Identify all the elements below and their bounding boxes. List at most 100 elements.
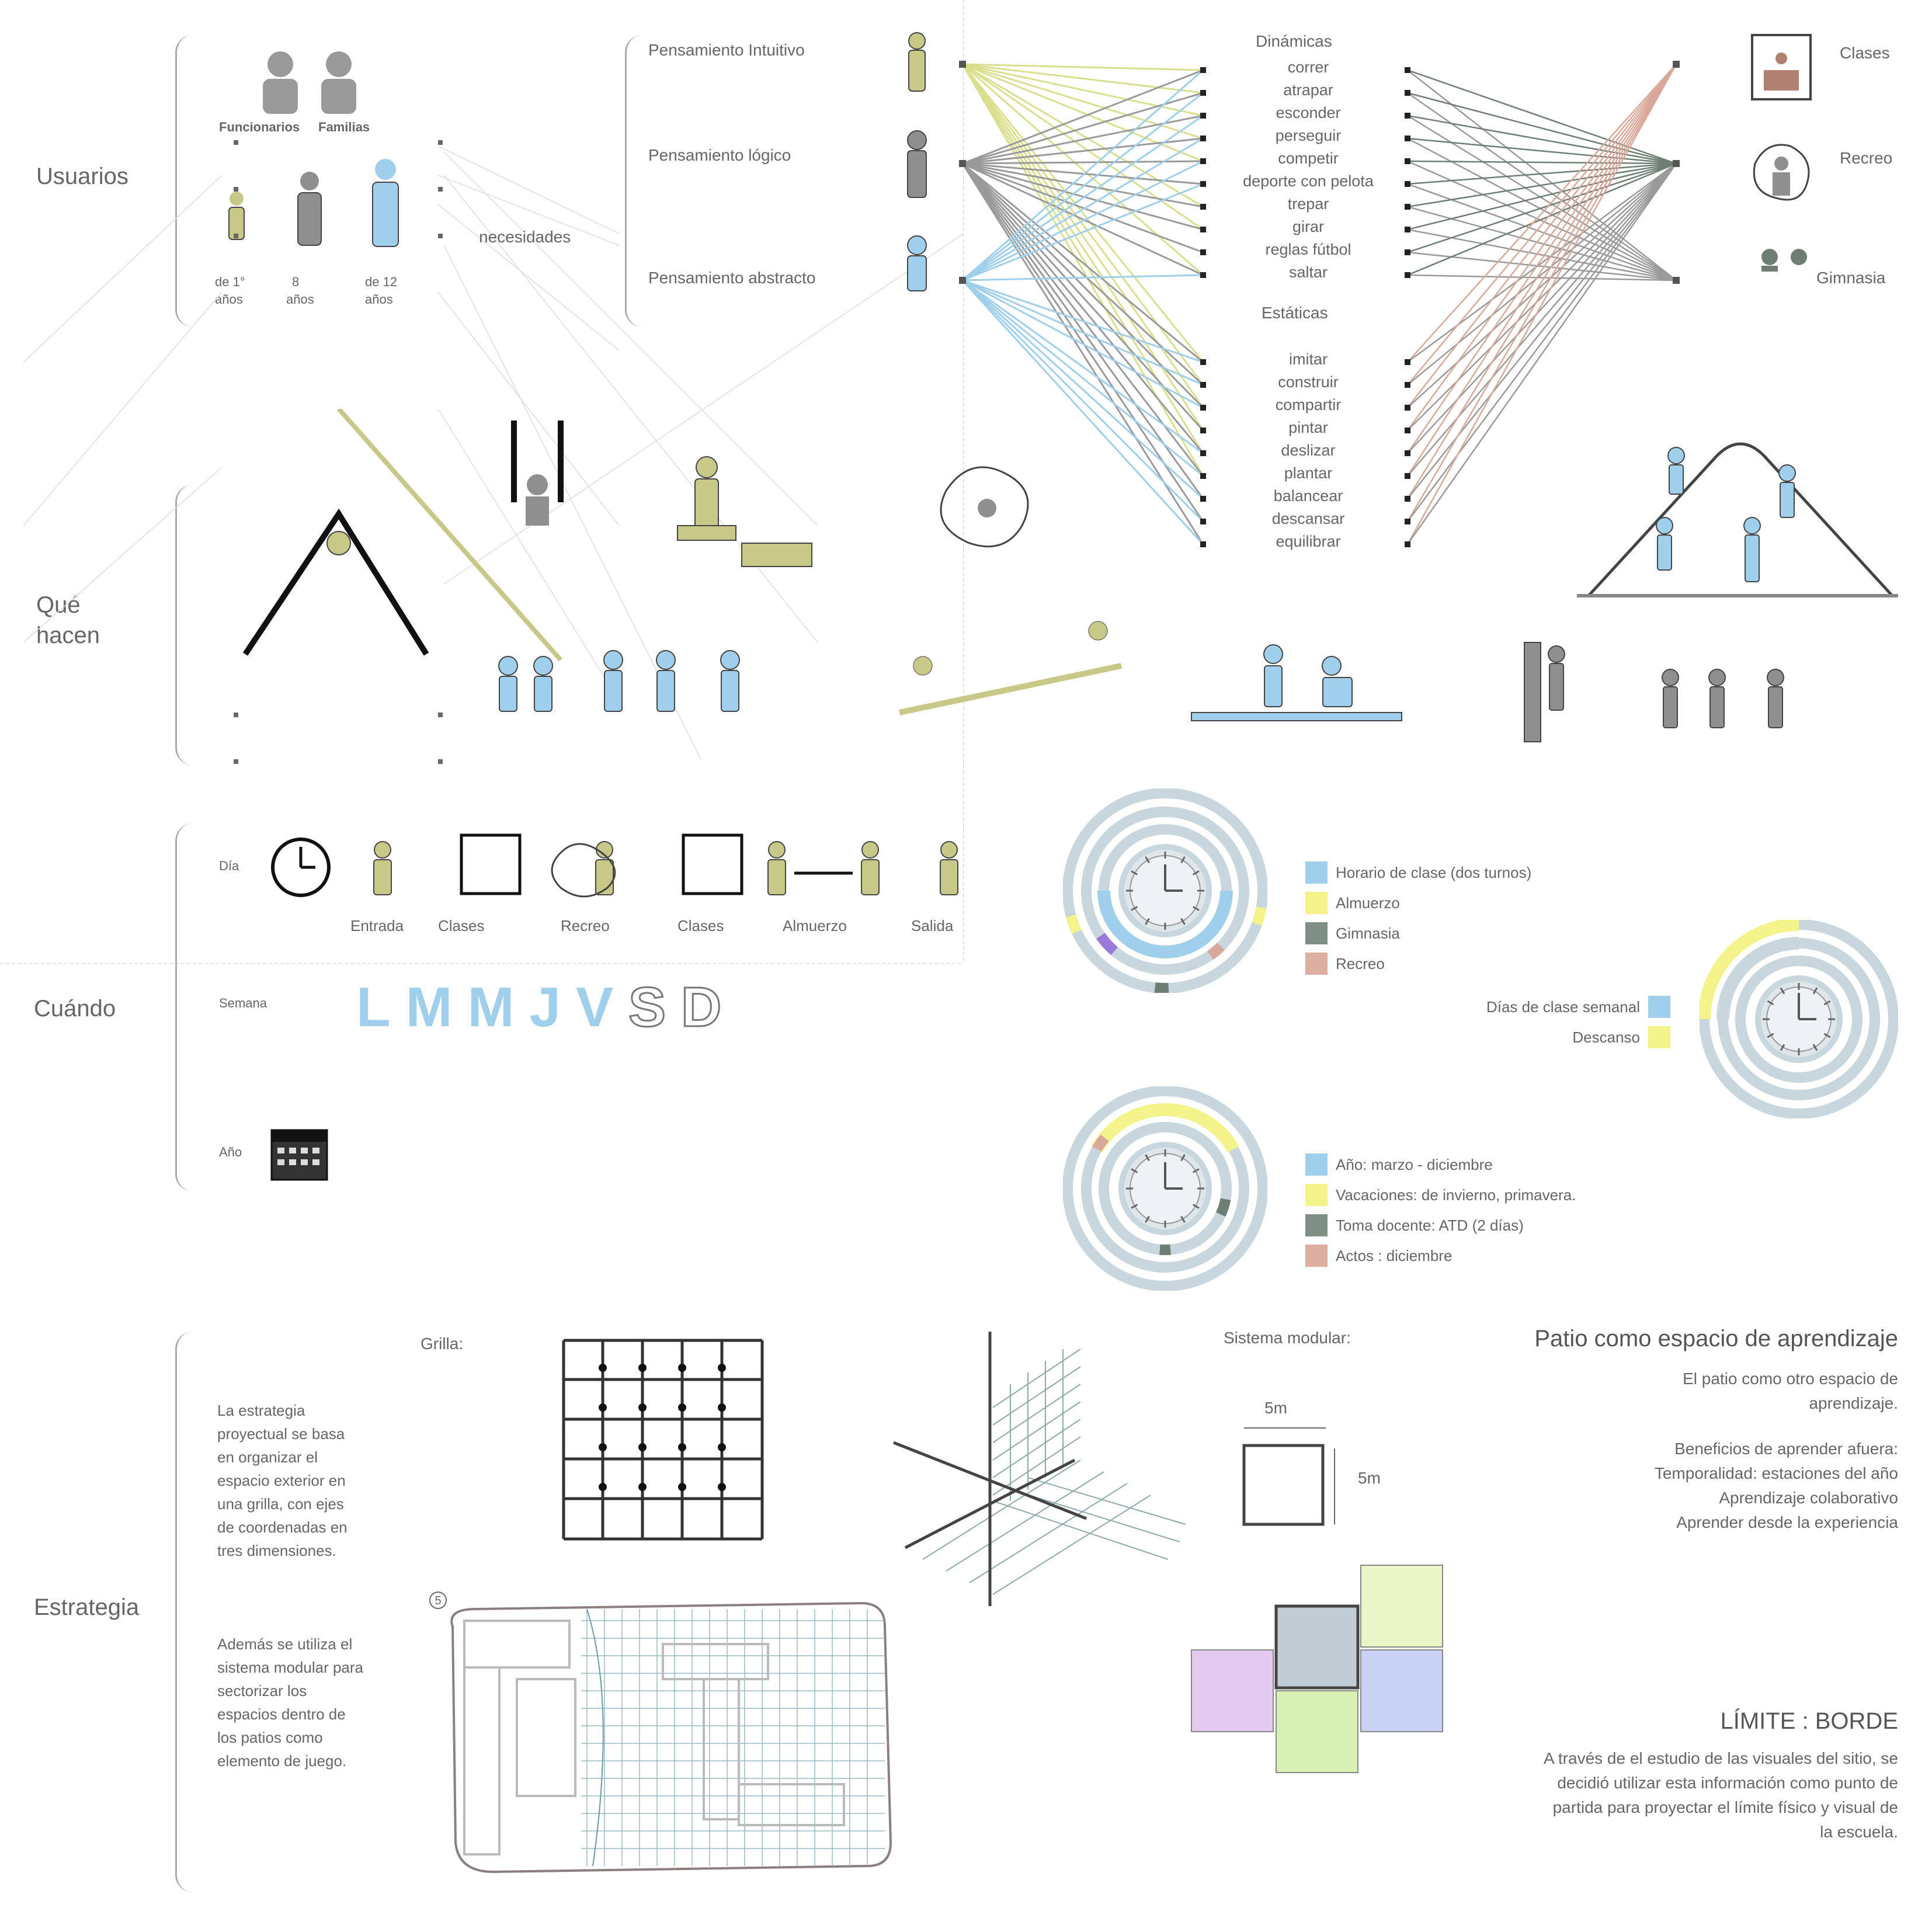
activity-node-right — [1405, 249, 1410, 255]
dinamicas-item: saltar — [1288, 263, 1328, 281]
user-activity-link — [961, 279, 1204, 523]
activity-node-right — [1405, 272, 1410, 278]
estaticas-item: equilibrar — [1276, 533, 1341, 550]
legend-item: Año: marzo - diciembre — [1305, 1153, 1493, 1176]
activity-node-left — [1200, 135, 1206, 141]
clock-tick — [1145, 918, 1150, 925]
legend-item: Vacaciones: de invierno, primavera. — [1305, 1184, 1576, 1206]
activity-place-link — [1407, 163, 1677, 454]
user-activity-link — [962, 162, 1204, 276]
timeline-label: Entrada — [350, 917, 404, 934]
user-activity-link — [962, 279, 1204, 454]
activity-place-link — [1407, 163, 1677, 431]
age-unit-2: años — [286, 292, 314, 307]
children-figures — [228, 159, 399, 247]
activity-node-right — [1405, 135, 1410, 141]
section-estrategia: Estrategia — [34, 1594, 140, 1620]
user-activity-link — [962, 69, 1204, 165]
activity-node-left — [1200, 382, 1206, 388]
activity-node-left — [1200, 67, 1206, 73]
dinamicas-item: girar — [1292, 218, 1324, 235]
day-ring-chart — [1063, 788, 1267, 993]
user-activity-link — [961, 279, 1204, 545]
legend-item: Toma docente: ATD (2 días) — [1305, 1214, 1524, 1236]
user-activity-link — [962, 63, 1204, 94]
brace-que-hacen — [175, 485, 200, 765]
legend-label: Días de clase semanal — [1486, 998, 1640, 1016]
week-ring-chart — [1700, 920, 1898, 1118]
clock-tick — [1823, 1000, 1831, 1006]
legend-swatch — [1305, 1214, 1328, 1236]
activity-place-link — [1406, 64, 1677, 522]
label-pensamiento-intuitivo: Pensamiento Intuitivo — [648, 41, 805, 59]
day-timeline-icons — [271, 833, 958, 898]
user-activity-link — [962, 279, 1204, 477]
ring-segment — [1092, 1134, 1109, 1152]
activity-place-link — [1406, 64, 1677, 545]
activity-place-link — [1407, 162, 1677, 363]
legend-label: Gimnasia — [1336, 924, 1400, 942]
user-activity-link — [962, 63, 1204, 276]
activity-place-link — [1406, 64, 1677, 454]
estaticas-item: descansar — [1271, 510, 1345, 527]
dinamicas-item: reglas fútbol — [1265, 241, 1351, 258]
clock-tick — [1192, 1204, 1200, 1209]
ring-track — [1735, 955, 1862, 1083]
legend-swatch — [1305, 861, 1328, 884]
place-node — [1673, 277, 1680, 284]
activity-node-right — [1405, 67, 1410, 73]
dinamicas-item: atrapar — [1283, 81, 1333, 99]
activity-node-left — [1200, 204, 1206, 210]
label-necesidades: necesidades — [479, 228, 571, 246]
activity-place-link — [1407, 162, 1677, 185]
activity-node-right — [1405, 519, 1410, 524]
activity-place-link — [1407, 137, 1677, 165]
label-grilla: Grilla: — [421, 1335, 464, 1353]
grid-diagram — [562, 1339, 764, 1541]
ring-segment — [1700, 920, 1799, 1020]
activity-node-right — [1405, 181, 1410, 187]
user-activity-link — [962, 279, 1204, 386]
user-activity-link — [962, 162, 1204, 231]
place-node — [1673, 160, 1680, 167]
user-activity-link — [961, 64, 1204, 363]
activity-node-left — [1200, 158, 1206, 164]
legend-label: Almuerzo — [1336, 894, 1400, 912]
timeline-label: Clases — [438, 917, 485, 934]
legend-item: Descanso — [1572, 1026, 1670, 1048]
label-funcionarios: Funcionarios — [219, 120, 300, 134]
estaticas-item: construir — [1278, 373, 1339, 391]
week-day-letter: J — [529, 976, 561, 1038]
activity-node-left — [1200, 541, 1206, 547]
user-activity-link — [961, 64, 1204, 431]
clock-tick — [1812, 987, 1818, 995]
activity-node-right — [1405, 204, 1410, 210]
activity-node-right — [1405, 541, 1410, 547]
ring-segment — [1065, 914, 1082, 934]
estrategia-text-1: La estrategia proyectual se basa en orga… — [217, 1402, 348, 1559]
ring-segment — [1097, 890, 1233, 958]
age-1: de 1° — [215, 274, 245, 289]
site-plan: 5 — [429, 1592, 892, 1874]
legend-label: Horario de clase (dos turnos) — [1336, 863, 1532, 881]
brace-cuando — [175, 823, 200, 1191]
label-semana: Semana — [219, 996, 267, 1010]
legend-item: Gimnasia — [1305, 922, 1400, 944]
activity-node-right — [1405, 359, 1410, 365]
dinamicas-item: deporte con pelota — [1243, 172, 1374, 190]
pensamiento-figures — [907, 32, 927, 291]
section-que-hacen: Qué hacen — [36, 592, 100, 648]
label-dia: Día — [219, 859, 239, 873]
user-activity-link — [962, 162, 1204, 363]
timeline-label: Clases — [677, 917, 724, 934]
clock-tick — [1192, 1168, 1200, 1173]
user-activity-link — [962, 92, 1204, 282]
activity-node-right — [1405, 428, 1410, 433]
age-3: de 12 — [365, 274, 398, 289]
estaticas-item: deslizar — [1281, 442, 1336, 459]
legend-label: Toma docente: ATD (2 días) — [1336, 1216, 1524, 1234]
activity-node-right — [1405, 382, 1410, 388]
legend-item: Recreo — [1305, 953, 1385, 975]
year-ring-chart — [1063, 1086, 1267, 1291]
age-unit-3: años — [365, 292, 393, 307]
